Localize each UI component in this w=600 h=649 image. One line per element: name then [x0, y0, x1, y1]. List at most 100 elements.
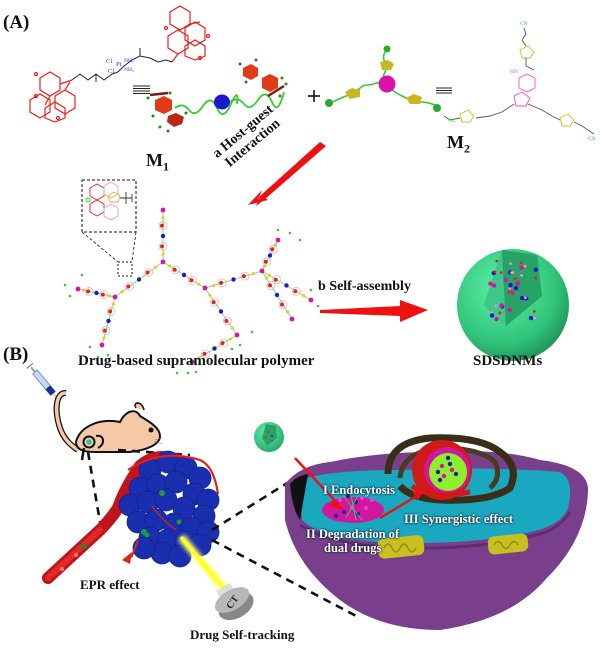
m1-left-macrocycle — [29, 71, 76, 123]
pt-bead — [94, 290, 99, 296]
drug-molecule — [441, 473, 447, 479]
host-unit — [211, 300, 216, 305]
host-ring — [158, 242, 168, 251]
tumor-cell — [164, 470, 188, 494]
host-ring — [188, 275, 197, 285]
host-ring — [201, 349, 210, 359]
host-guest-arrow — [248, 142, 326, 206]
nanoparticle-cargo — [498, 311, 502, 315]
guest-unit — [167, 264, 171, 268]
host-ring — [106, 307, 116, 316]
pt-cl2-label: Cl — [108, 68, 114, 75]
nanoparticle-cargo — [488, 281, 493, 286]
host-unit — [189, 278, 194, 283]
released-drug — [334, 514, 338, 518]
nanoparticle-cargo — [507, 307, 513, 313]
nanoparticle-cargo — [534, 276, 538, 280]
nanoparticle-cargo — [499, 303, 504, 308]
m2-label-main: M — [447, 132, 464, 152]
end-bead — [175, 371, 179, 375]
guest-unit — [120, 290, 124, 294]
m1-chemical-structure — [29, 5, 211, 123]
drug-molecule — [453, 471, 459, 477]
drug-core-node — [189, 359, 195, 365]
host-ring — [217, 278, 227, 288]
end-bead — [186, 371, 190, 375]
host-ring — [210, 297, 219, 307]
pt-label: Pt — [116, 61, 122, 68]
m1-label-main: M — [146, 150, 163, 170]
nanoparticle-cargo — [509, 262, 512, 265]
end-bead — [288, 231, 292, 235]
host-unit — [160, 244, 164, 249]
nanoparticle-cargo — [519, 295, 525, 301]
host-unit — [224, 318, 229, 323]
guest-unit — [208, 293, 212, 297]
tumor-cell — [168, 544, 192, 568]
host-unit — [268, 283, 272, 288]
pt-bead — [274, 292, 280, 298]
drug-molecule — [445, 455, 451, 461]
drug-self-tracking-label: Drug Self-tracking — [190, 627, 295, 642]
nanoparticle-cargo — [533, 316, 537, 320]
m1-cartoon — [146, 58, 288, 133]
m1-label-sub: 1 — [163, 159, 169, 174]
panel-a-label: (A) — [3, 12, 30, 33]
nanoparticle-cargo — [513, 277, 517, 280]
host-ring — [266, 281, 276, 290]
pt-bead — [181, 272, 187, 278]
nanoparticle-cargo — [489, 313, 495, 318]
host-unit — [100, 292, 105, 297]
tumor-vessel-overlay — [122, 454, 220, 564]
drug-molecule — [435, 469, 441, 475]
drug-core-node — [289, 316, 295, 322]
panel-b-label: (B) — [3, 344, 29, 365]
guest-unit — [197, 356, 201, 360]
host-unit — [270, 247, 275, 252]
host-unit — [280, 302, 284, 307]
host-unit — [219, 280, 224, 285]
host-ring — [223, 316, 232, 326]
pt-core-bead — [214, 94, 230, 110]
nanoparticle-cargo — [499, 271, 503, 275]
nanoparticle-cargo — [523, 296, 527, 300]
guest-unit — [302, 294, 306, 298]
drug-core-node — [259, 268, 265, 274]
m2-nc-left: NC — [448, 118, 456, 124]
drug-core-node — [234, 332, 240, 338]
nanoparticle-cargo — [507, 290, 511, 294]
sdsdnm-nanoparticle — [457, 249, 569, 361]
host-unit — [160, 223, 164, 228]
drug-molecule — [437, 477, 443, 483]
m2-equivalence-icon — [436, 87, 452, 94]
host-ring — [219, 338, 228, 348]
end-bead — [96, 355, 100, 359]
host-ring — [101, 326, 111, 335]
small-nanoparticle — [254, 422, 284, 452]
end-bead — [276, 228, 280, 232]
guest-unit — [264, 276, 269, 280]
host-ring — [268, 245, 278, 254]
drug-core-node — [75, 286, 81, 292]
pt-nh3-a: NH₃ — [124, 58, 134, 64]
pt-nh3-b: NH₃ — [124, 67, 134, 73]
mitochondrion-1 — [377, 535, 425, 559]
nanoparticle-cargo — [508, 283, 513, 288]
host-unit — [241, 274, 246, 279]
end-bead — [230, 347, 234, 351]
nanoparticle-cargo — [528, 315, 534, 321]
self-assembly-arrow — [320, 300, 428, 322]
plus-icon — [308, 90, 320, 102]
guest-unit — [230, 326, 234, 330]
guest-unit — [262, 264, 266, 268]
m2-chemical-structure — [443, 27, 595, 135]
drug-core-node — [160, 259, 166, 265]
host-unit — [172, 267, 177, 272]
released-drug — [342, 510, 346, 514]
guest-unit — [274, 243, 278, 247]
nanoparticle-cargo — [494, 304, 498, 308]
self-assembly-label: b Self-assembly — [318, 279, 411, 294]
m2-label-sub: 2 — [464, 141, 470, 156]
host-ring — [125, 282, 134, 291]
host-unit — [102, 328, 107, 333]
